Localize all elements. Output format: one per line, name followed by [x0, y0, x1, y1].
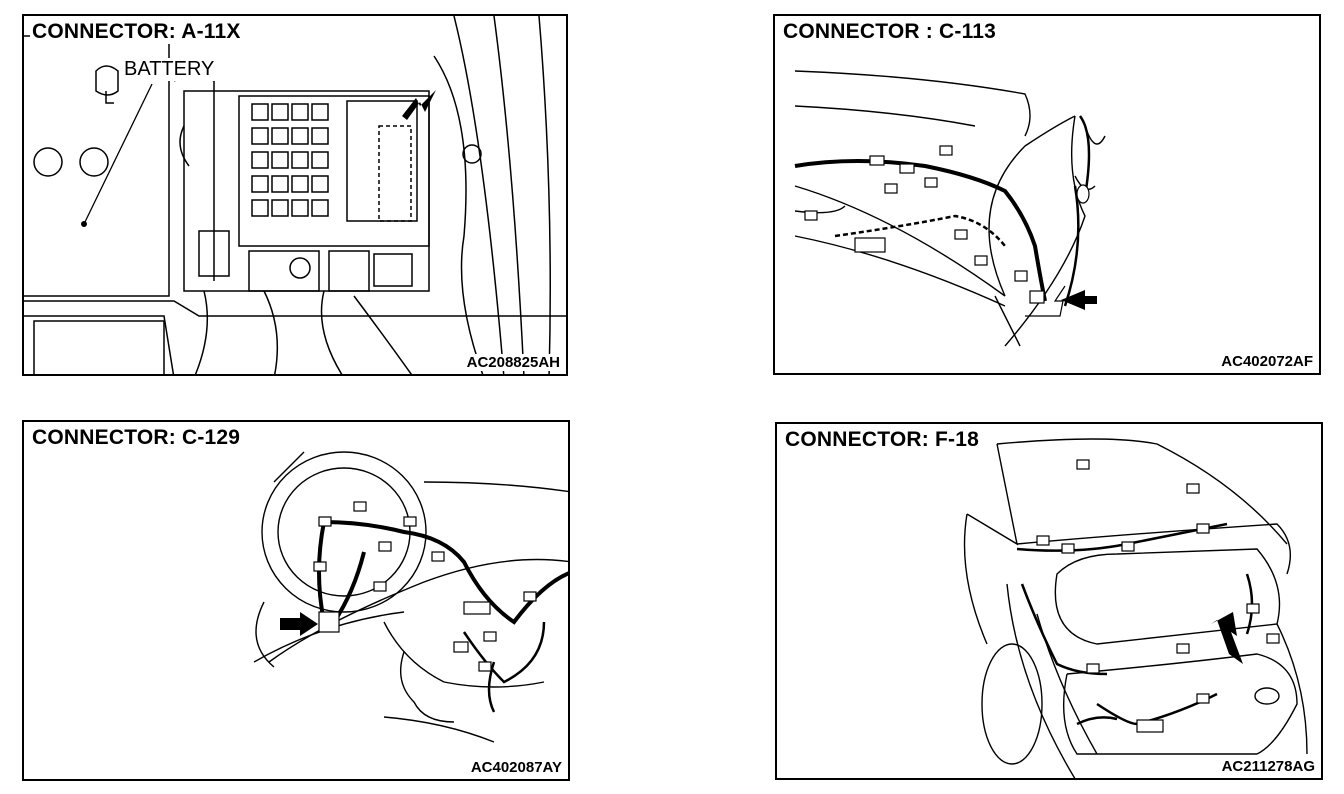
figure-code: AC402072AF [1219, 353, 1315, 370]
connector-panel-c113: CONNECTOR : C-113 AC402072AF [773, 14, 1321, 375]
steering-harness-illustration [253, 451, 568, 743]
dashboard-harness-illustration [794, 70, 1106, 347]
connector-panel-f18: CONNECTOR: F-18 AC211278AG [775, 422, 1323, 780]
connector-panel-c129: CONNECTOR: C-129 AC402087AY [22, 420, 570, 781]
battery-label: BATTERY [122, 58, 217, 81]
panel-title: CONNECTOR: F-18 [783, 428, 981, 452]
engine-bay-illustration [24, 16, 566, 374]
connector-panel-a11x: CONNECTOR: A-11X BATTERY AC208825AH [22, 14, 568, 376]
figure-code: AC211278AG [1219, 758, 1317, 775]
figure-code: AC208825AH [464, 354, 562, 371]
panel-title: CONNECTOR: A-11X [30, 20, 243, 44]
panel-title: CONNECTOR: C-129 [30, 426, 243, 450]
figure-code: AC402087AY [468, 759, 564, 776]
trunk-harness-illustration [963, 438, 1308, 778]
panel-title: CONNECTOR : C-113 [781, 20, 999, 44]
